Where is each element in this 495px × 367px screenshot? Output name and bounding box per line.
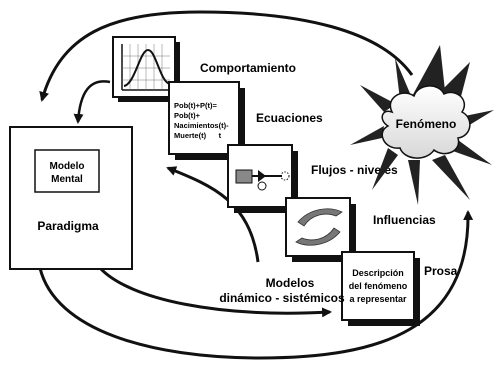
phenomenon-cloud: Fenómeno <box>350 45 494 205</box>
top-loop-arrow <box>39 10 414 102</box>
models-to-behavior-arrow <box>166 166 260 263</box>
mental-model-label-1: Modelo <box>50 161 85 172</box>
card-influencias: Influencias <box>285 197 436 262</box>
card-prosa: Descripción del fenómeno a representar P… <box>341 251 458 326</box>
bottom-loop-arrow <box>38 210 474 360</box>
feedback-loop-arrows <box>38 10 474 360</box>
paradigm-box: Modelo Mental Paradigma <box>9 126 133 270</box>
equation-line-4: Muerte(t) t <box>174 131 222 140</box>
models-caption-1: Modelos <box>266 276 315 290</box>
card-flujos: Flujos - niveles <box>227 144 398 213</box>
prosa-text-2: del fenómeno <box>349 281 408 291</box>
ecuaciones-label: Ecuaciones <box>256 111 323 125</box>
equation-line-3: Nacimientos(t)- <box>174 121 229 130</box>
comportamiento-label: Comportamiento <box>200 61 296 75</box>
mental-model-label-2: Mental <box>51 174 83 185</box>
equation-line-2: Pob(t)+ <box>174 111 201 120</box>
prosa-text-3: a representar <box>349 294 407 304</box>
prosa-text-1: Descripción <box>352 268 404 278</box>
paradigm-label: Paradigma <box>37 219 99 233</box>
stock-flow-icon <box>235 169 290 191</box>
models-caption-2: dinámico - sistémicos <box>219 291 345 305</box>
prosa-label: Prosa <box>424 264 458 278</box>
equation-line-1: Pob(t)+P(t)= <box>174 101 218 110</box>
paradigm-to-models-arrow <box>98 266 332 318</box>
phenomenon-label: Fenómeno <box>396 117 457 131</box>
behavior-to-paradigm-arrow <box>73 80 111 124</box>
card-comportamiento: Comportamiento <box>112 36 296 102</box>
flujos-label: Flujos - niveles <box>311 163 398 177</box>
behavior-graph-icon <box>121 44 171 91</box>
influencias-label: Influencias <box>373 213 436 227</box>
mental-model-box <box>34 149 100 193</box>
influence-arrows-icon <box>295 208 343 246</box>
